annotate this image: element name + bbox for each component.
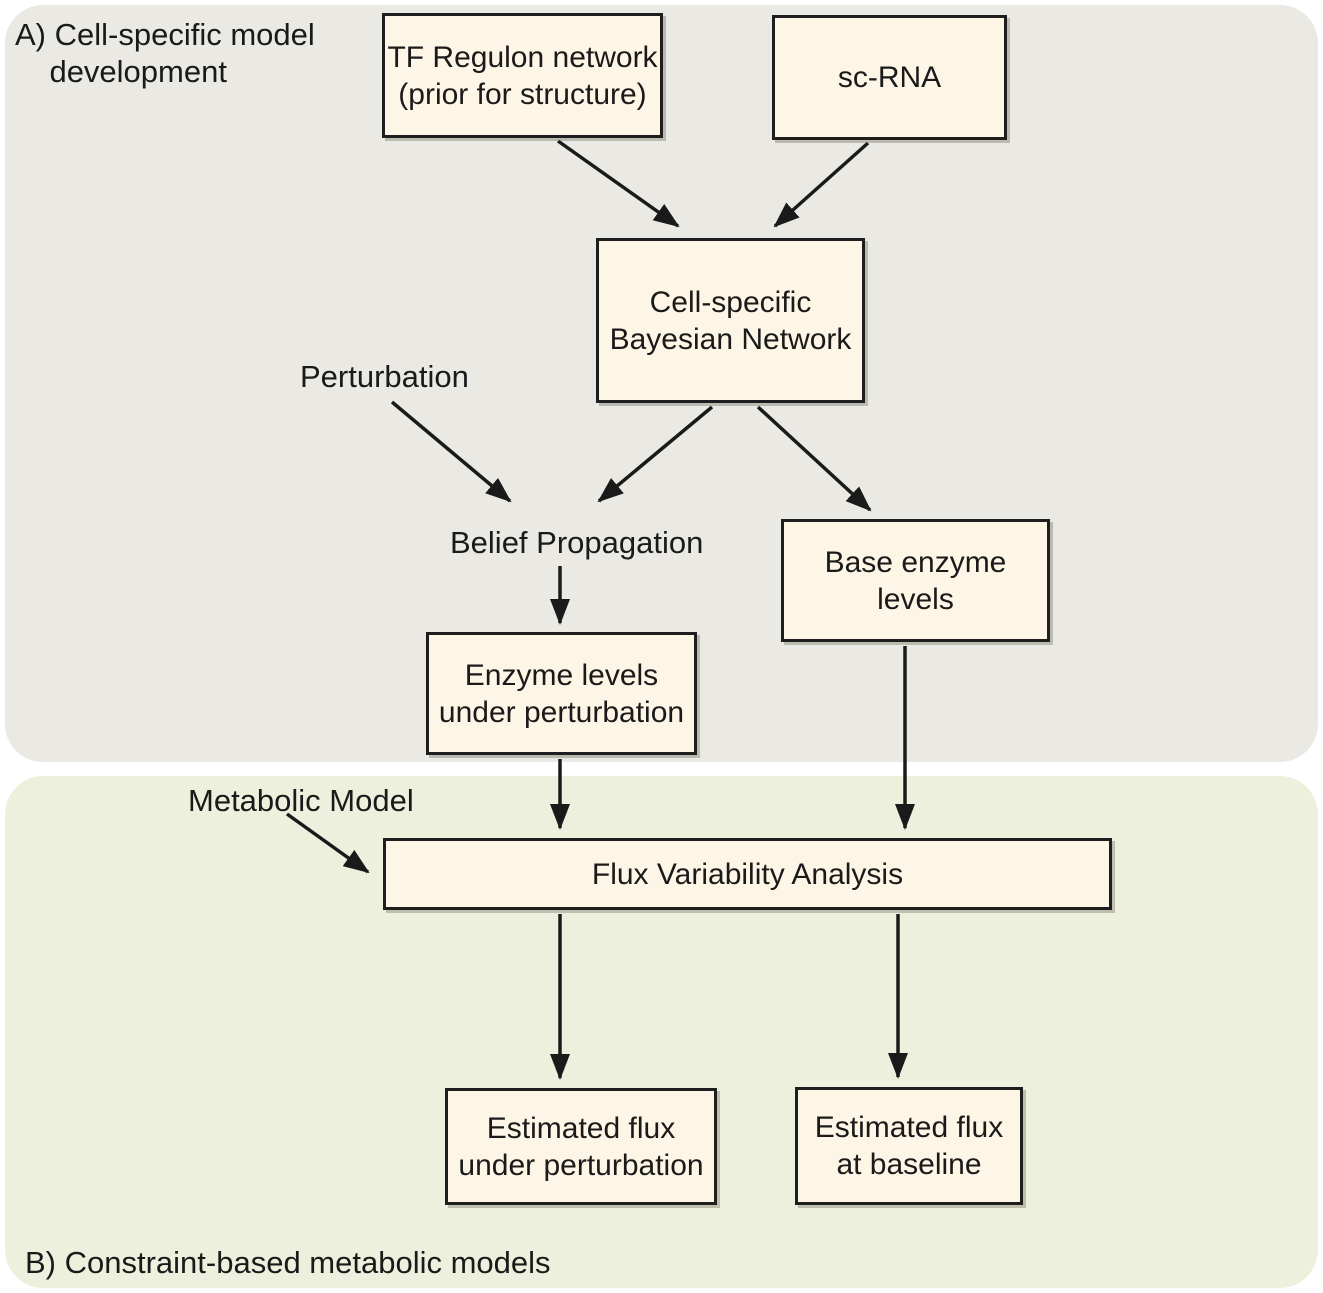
node-estimated-flux-at-baseline: Estimated flux at baseline (795, 1087, 1023, 1205)
metabolic-model-label: Metabolic Model (188, 783, 414, 818)
section-a-label: A) Cell-specific model development (15, 17, 315, 89)
node-tf-regulon-network: TF Regulon network (prior for structure) (382, 13, 663, 138)
belief-propagation-label: Belief Propagation (450, 525, 704, 560)
node-cell-specific-bayesian-network: Cell-specific Bayesian Network (596, 238, 865, 403)
node-base-enzyme-levels: Base enzyme levels (781, 519, 1050, 642)
node-enzyme-levels-under-perturbation: Enzyme levels under perturbation (426, 632, 697, 755)
perturbation-label: Perturbation (300, 359, 469, 394)
section-b-label: B) Constraint-based metabolic models (25, 1245, 551, 1280)
node-sc-rna: sc-RNA (772, 15, 1007, 140)
node-estimated-flux-under-perturbation: Estimated flux under perturbation (445, 1088, 717, 1205)
node-flux-variability-analysis: Flux Variability Analysis (383, 838, 1112, 910)
